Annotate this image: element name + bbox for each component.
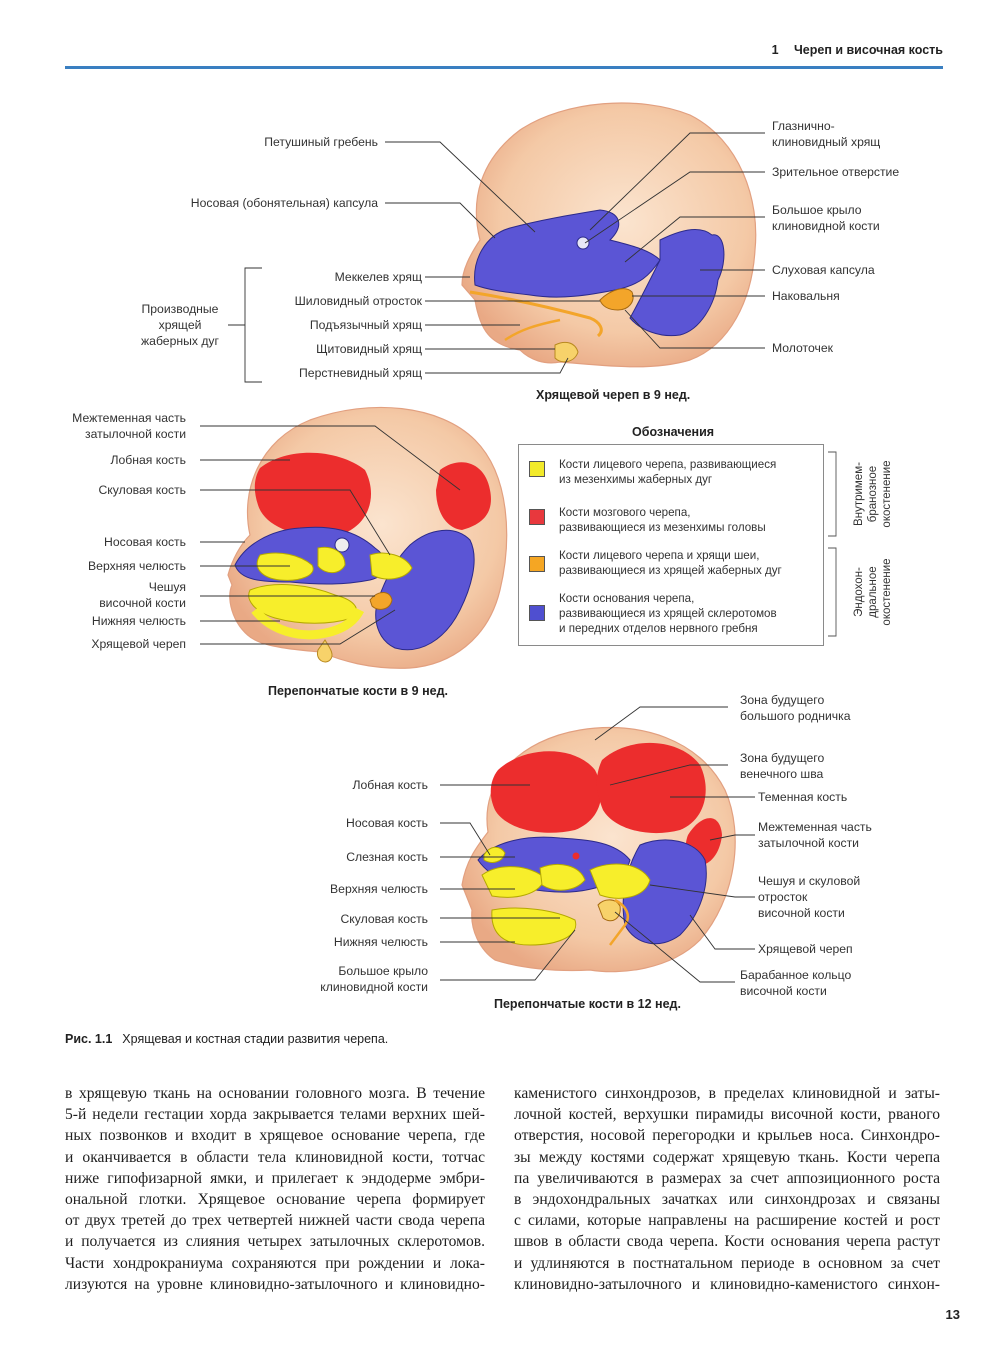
label-frontal-bone: Лобная кость: [110, 453, 186, 467]
body-line: па увеличиваются в размерах за счет аппо…: [514, 1169, 940, 1187]
figure2-bones: [234, 452, 491, 663]
legend-item-3: Кости лицевого черепа и хрящи шеи, разви…: [559, 549, 782, 577]
label-nasal-bone: Носовая кость: [104, 535, 186, 549]
body-line: зы между костями содержат хрящевую ткань…: [514, 1148, 940, 1166]
label-anterior-fontanelle: Зона будущего большого родничка: [740, 693, 851, 723]
label-nasal-bone-12: Носовая кость: [346, 816, 428, 830]
header-rule: [65, 66, 943, 69]
label-greater-wing-12: Большое крыло клиновидной кости: [320, 964, 428, 994]
label-mandible: Нижняя челюсть: [91, 614, 186, 628]
figure-caption: Рис. 1.1 Хрящевая и костная стадии развит…: [65, 1032, 388, 1046]
body-line: и получается из слияния четырех затылочн…: [65, 1233, 485, 1251]
body-line: ных позвонков и входит в хрящевое основа…: [65, 1127, 485, 1145]
body-line: ональной глотки. Хрящевое основание чере…: [65, 1191, 485, 1209]
label-meckel-cartilage: Меккелев хрящ: [334, 270, 422, 284]
body-line: с силами, которые направлены на расширен…: [514, 1212, 940, 1230]
body-line: каменистого синхондрозов, в пределах кли…: [514, 1085, 940, 1102]
figure2-caption: Перепончатые кости в 9 нед.: [268, 684, 448, 698]
figure1-cartilage: [469, 209, 725, 363]
figure3-caption: Перепончатые кости в 12 нед.: [494, 997, 681, 1011]
body-line: и удлиняются в постнатальном периоде в о…: [514, 1254, 940, 1272]
label-optic-foramen: Зрительное отверстие: [772, 165, 900, 179]
body-line: лизуются на уровне клиновидно-затылочног…: [65, 1275, 485, 1293]
label-mandible-12: Нижняя челюсть: [333, 935, 428, 949]
legend-side-endochondral: Эндохон- дральное окостенение: [853, 558, 893, 626]
legend-swatch-blue: [529, 605, 545, 621]
label-greater-wing: Большое крыло клиновидной кости: [772, 203, 880, 233]
label-maxilla: Верхняя челюсть: [88, 559, 186, 573]
figure-number: Рис. 1.1: [65, 1032, 113, 1046]
legend-item-4: Кости основания черепа, развивающиеся из…: [559, 592, 777, 635]
running-header: 1 Череп и височная кость: [772, 43, 943, 57]
body-line: в эндохондральных зачатках или синхондро…: [514, 1191, 940, 1209]
legend-side-intramembranous: Внутримем- бранозное окостенение: [853, 460, 893, 528]
body-line: и оканчивается в области тела клиновидно…: [65, 1148, 485, 1166]
label-interparietal: Межтеменная часть затылочной кости: [72, 411, 186, 441]
label-temporal-squama-12: Чешуя и скуловой отросток височной кости: [758, 874, 861, 920]
page-number: 13: [945, 1307, 960, 1322]
label-parietal-bone: Теменная кость: [758, 790, 848, 804]
label-otic-capsule: Слуховая капсула: [772, 263, 875, 277]
legend-title: Обозначения: [632, 425, 715, 439]
figure3-leaders: [440, 706, 755, 983]
legend-item-2: Кости мозгового черепа, развивающиеся из…: [559, 506, 766, 534]
body-line: в хрящевую ткань на основании головного …: [65, 1085, 485, 1102]
label-zygomatic-12: Скуловая кость: [340, 912, 429, 926]
chapter-number: 1: [771, 43, 779, 57]
figure1-caption: Хрящевой череп в 9 нед.: [536, 388, 691, 402]
label-malleus: Молоточек: [772, 341, 833, 355]
label-orbitosphenoid: Глазнично- клиновидный хрящ: [772, 119, 881, 149]
figure-caption-text: Хрящевая и костная стадии развития череп…: [122, 1032, 389, 1046]
body-line: швов в области свода черепа. Кости основ…: [514, 1233, 940, 1251]
figure2-leaders: [200, 425, 461, 645]
label-hyoid-cartilage: Подъязычный хрящ: [309, 318, 422, 332]
label-crista-galli: Петушиный гребень: [264, 135, 378, 149]
label-branchial-derivatives: Производные хрящей жаберных дуг: [141, 302, 219, 348]
legend-swatch-orange: [529, 556, 545, 572]
label-cricoid-cartilage: Перстневидный хрящ: [299, 366, 422, 380]
body-line: Части хондрокраниума сохраняются при рож…: [65, 1254, 485, 1272]
body-line: лочной костей, верхушки пирамиды височно…: [514, 1106, 940, 1124]
body-right-column: каменистого синхондрозов, в пределах кли…: [514, 1083, 940, 1295]
legend-item-1: Кости лицевого черепа, развивающиеся из …: [559, 458, 777, 486]
body-line: клиновидно-затылочного и клиновидно-каме…: [514, 1275, 940, 1293]
body-line: отверстия, носовой перегородки и крыльев…: [514, 1127, 940, 1145]
body-line: ниже гипофизарной ямки, и прилегает к эн…: [65, 1169, 485, 1187]
label-tympanic-ring: Барабанное кольцо височной кости: [740, 968, 852, 998]
label-coronal-suture: Зона будущего венечного шва: [740, 751, 825, 781]
body-line: 5-й недели гестации хорда закрывается те…: [65, 1106, 485, 1124]
label-maxilla-12: Верхняя челюсть: [330, 882, 428, 896]
label-interparietal-12: Межтеменная часть затылочной кости: [758, 820, 872, 850]
label-zygomatic-bone: Скуловая кость: [98, 483, 187, 497]
body-left-column: в хрящевую ткань на основании головного …: [65, 1083, 485, 1295]
label-styloid-process: Шиловидный отросток: [294, 294, 422, 308]
label-chondrocranium-12: Хрящевой череп: [758, 942, 853, 956]
figure1-leaders: [228, 132, 765, 383]
label-temporal-squama: Чешуя височной кости: [99, 580, 186, 610]
label-lacrimal-bone: Слезная кость: [346, 850, 428, 864]
legend-swatch-yellow: [529, 461, 545, 477]
label-chondrocranium: Хрящевой череп: [91, 637, 186, 651]
label-incus: Наковальня: [772, 289, 840, 303]
chapter-title: Череп и височная кость: [794, 43, 943, 57]
figure3-bones: [477, 742, 722, 946]
legend-box: Кости лицевого черепа, развивающиеся из …: [518, 444, 824, 646]
label-frontal-bone-12: Лобная кость: [352, 778, 428, 792]
label-nasal-capsule: Носовая (обонятельная) капсула: [190, 196, 378, 210]
legend-swatch-red: [529, 509, 545, 525]
label-thyroid-cartilage: Щитовидный хрящ: [316, 342, 422, 356]
body-line: от двух третей до трех четвертей нижней …: [65, 1212, 485, 1230]
